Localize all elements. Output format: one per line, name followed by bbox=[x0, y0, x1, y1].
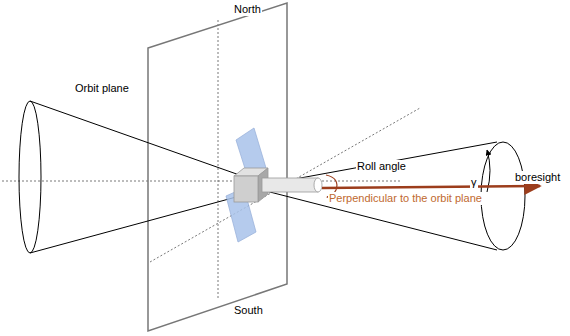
spacecraft-body bbox=[234, 176, 258, 202]
left-cone-base bbox=[19, 101, 41, 253]
left-cone-edge bbox=[30, 101, 262, 183]
boresight-arrow bbox=[322, 186, 540, 188]
axis-label: boresight bbox=[514, 171, 561, 184]
orbit-axis bbox=[2, 181, 400, 182]
instrument-cylinder bbox=[262, 178, 318, 192]
instrument-aperture bbox=[314, 178, 322, 192]
plane-label: Orbit plane bbox=[74, 82, 130, 95]
axis-label: Perpendicular to the orbit plane bbox=[328, 192, 483, 205]
angle-symbol: γ bbox=[470, 176, 478, 189]
right-cone-edge bbox=[262, 190, 497, 250]
panel-axis bbox=[150, 108, 420, 262]
angle-label: Roll angle bbox=[356, 160, 407, 173]
direction-label: North bbox=[233, 3, 262, 16]
north-south-axis bbox=[218, 20, 219, 300]
right-cone-base bbox=[481, 142, 525, 250]
direction-label: South bbox=[233, 304, 264, 317]
